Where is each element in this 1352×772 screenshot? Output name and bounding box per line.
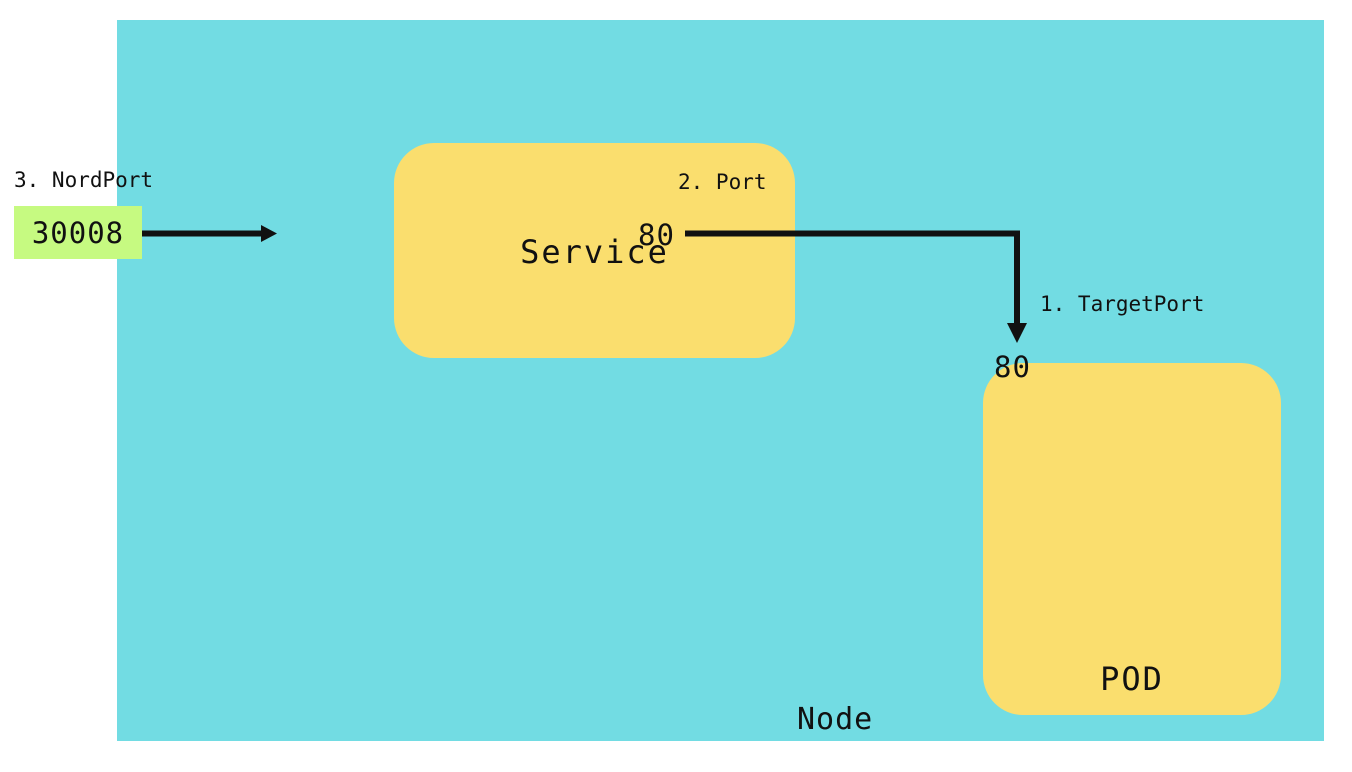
service-box-label: Service <box>520 233 669 271</box>
pod-box: POD <box>983 363 1281 715</box>
port-caption: 2. Port <box>678 170 767 194</box>
nodeport-badge: 30008 <box>14 206 142 259</box>
pod-box-label: POD <box>1100 660 1164 698</box>
nodeport-caption: 3. NordPort <box>14 168 154 192</box>
targetport-caption: 1. TargetPort <box>1040 292 1205 316</box>
node-label: Node <box>797 702 874 737</box>
node-container: Service POD Node <box>117 20 1324 741</box>
service-port-value: 80 <box>638 218 675 252</box>
nodeport-value: 30008 <box>31 215 125 250</box>
pod-target-port-value: 80 <box>994 350 1031 384</box>
